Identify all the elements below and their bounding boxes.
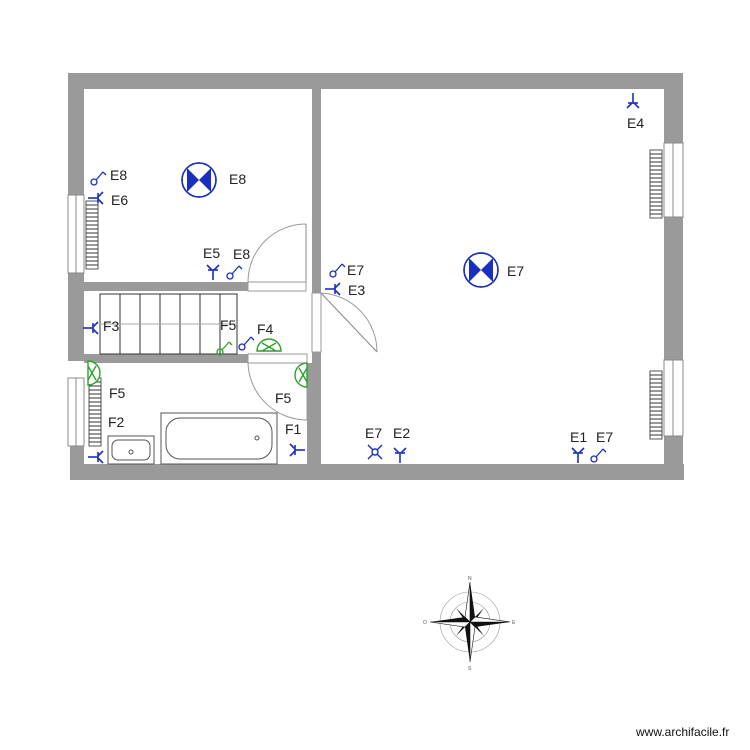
label-e8-mid: E8	[233, 246, 250, 262]
ceiling-light-icon	[463, 252, 499, 288]
wall-center-upper	[312, 73, 321, 293]
outlet-icon	[393, 447, 407, 464]
switch-icon	[329, 263, 346, 278]
label-e7-bottom: E7	[365, 425, 382, 441]
label-f2: F2	[108, 414, 125, 430]
label-f1: F1	[285, 421, 302, 437]
outlet-icon	[571, 447, 585, 464]
door-bedroom	[247, 223, 307, 292]
outlet-icon	[289, 443, 306, 457]
compass-icon: N S E O	[423, 576, 516, 672]
stairs	[99, 293, 238, 355]
label-e2: E2	[393, 425, 410, 441]
switch-icon	[90, 171, 107, 186]
wall-right-top	[664, 73, 683, 143]
label-e7-room: E7	[507, 263, 524, 279]
label-f4: F4	[257, 321, 274, 337]
door-bathroom	[247, 353, 308, 421]
ceiling-light-icon	[181, 162, 217, 198]
wall-light-icon	[294, 362, 308, 388]
switch-icon	[216, 341, 233, 356]
compass-north: N	[468, 576, 472, 582]
radiator-left-top	[85, 200, 99, 270]
compass-east: E	[512, 620, 516, 626]
compass-west: O	[423, 620, 427, 626]
wall-bottom	[72, 464, 684, 480]
wall-center-lower	[312, 352, 321, 480]
walls	[68, 73, 684, 480]
label-e8-room: E8	[229, 171, 246, 187]
credit-text: www.archifacile.fr	[635, 725, 729, 739]
label-e1: E1	[570, 429, 587, 445]
radiator-right-bottom	[649, 370, 663, 440]
outlet-icon	[87, 450, 104, 464]
wall-stair-bottom	[84, 354, 248, 363]
windows	[67, 142, 684, 447]
label-e6: E6	[111, 192, 128, 208]
bathroom-fixtures	[107, 412, 278, 465]
doors	[247, 223, 378, 421]
label-e8-top-left: E8	[110, 167, 127, 183]
label-e7-bottom-right: E7	[596, 429, 613, 445]
sink	[107, 435, 155, 465]
wall-right-mid	[664, 217, 683, 360]
label-f5-door: F5	[275, 390, 292, 406]
wall-left-upper	[68, 73, 84, 195]
wall-stair-top	[84, 282, 248, 291]
radiator-left-bottom	[88, 377, 102, 447]
label-f5-left: F5	[109, 385, 126, 401]
bathtub	[160, 412, 278, 465]
labels: E8 E6 E8 E5 E8 F3 F5 F4 F5 F2 F5 F1 E7 E…	[103, 115, 644, 445]
switch-icon	[590, 448, 607, 463]
outlet-icon	[626, 92, 640, 109]
label-e4: E4	[627, 115, 644, 131]
door-living	[311, 292, 378, 353]
wall-light-icon	[87, 360, 101, 386]
label-f5-stairs: F5	[220, 317, 237, 333]
wall-bath-right	[307, 363, 312, 464]
wall-right-bottom	[664, 436, 683, 480]
outlet-icon	[206, 264, 220, 281]
label-e3: E3	[348, 282, 365, 298]
switch-icon	[226, 265, 243, 280]
label-e5: E5	[203, 245, 220, 261]
switch-icon	[238, 336, 255, 351]
label-e7-wall: E7	[347, 262, 364, 278]
compass-south: S	[468, 666, 472, 672]
wall-light-icon	[256, 338, 282, 352]
wall-top	[68, 73, 683, 89]
wall-left-mid	[68, 273, 84, 361]
label-f3: F3	[103, 318, 120, 334]
radiator-right-top	[649, 149, 663, 219]
double-outlet-icon	[367, 444, 383, 460]
outlet-icon	[82, 321, 99, 335]
